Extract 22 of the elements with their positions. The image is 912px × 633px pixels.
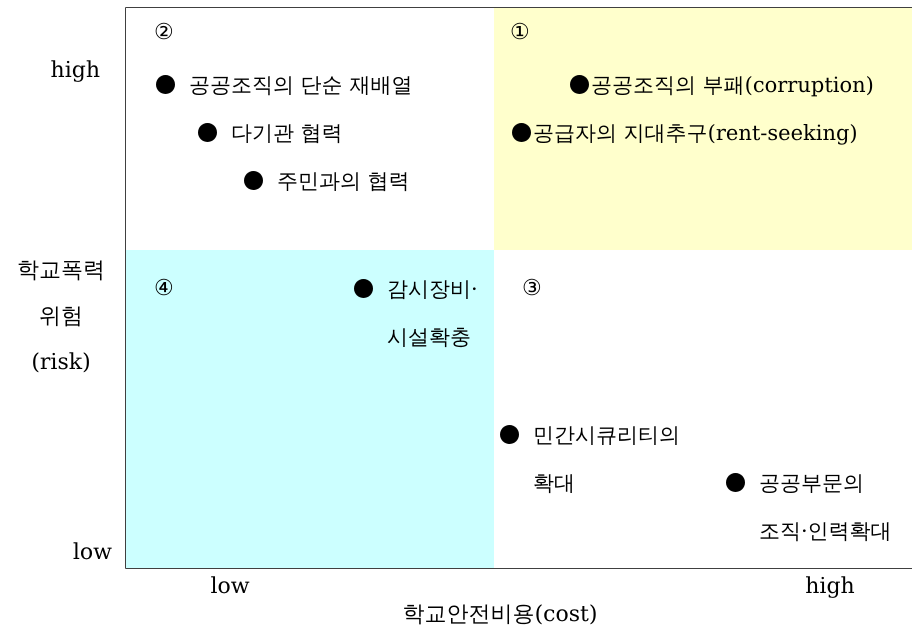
- axis-title: 학교안전비용(cost): [402, 601, 598, 629]
- axis-tick-label: low: [72, 539, 112, 567]
- axis-tick-label: low: [209, 573, 251, 601]
- quadrant-panel: [126, 250, 494, 568]
- quadrant-panel: [494, 250, 912, 568]
- quadrant-number: ②: [154, 20, 174, 46]
- list-item: 주민과의 협력: [277, 168, 410, 195]
- axis-tick-label: high: [804, 573, 856, 601]
- list-item: 공공부문의 조직·인력확대: [759, 470, 893, 545]
- list-item: 민간시큐리티의 확대: [533, 422, 681, 497]
- quadrant-panel: [494, 8, 912, 250]
- quadrant-number: ③: [522, 276, 542, 302]
- quadrant-number: ①: [510, 20, 530, 46]
- list-item: 감시장비· 시설확충: [387, 276, 479, 351]
- quadrant-number: ④: [154, 276, 174, 302]
- quadrant-panel: [126, 8, 494, 250]
- list-item: 공급자의 지대추구(rent-seeking): [533, 120, 858, 147]
- axis-title: 학교폭력 위험 (risk): [16, 257, 106, 377]
- axis-tick-label: high: [50, 57, 100, 85]
- list-item: 다기관 협력: [231, 120, 343, 147]
- list-item: 공공조직의 부패(corruption): [591, 72, 874, 99]
- list-item: 공공조직의 단순 재배열: [189, 72, 412, 99]
